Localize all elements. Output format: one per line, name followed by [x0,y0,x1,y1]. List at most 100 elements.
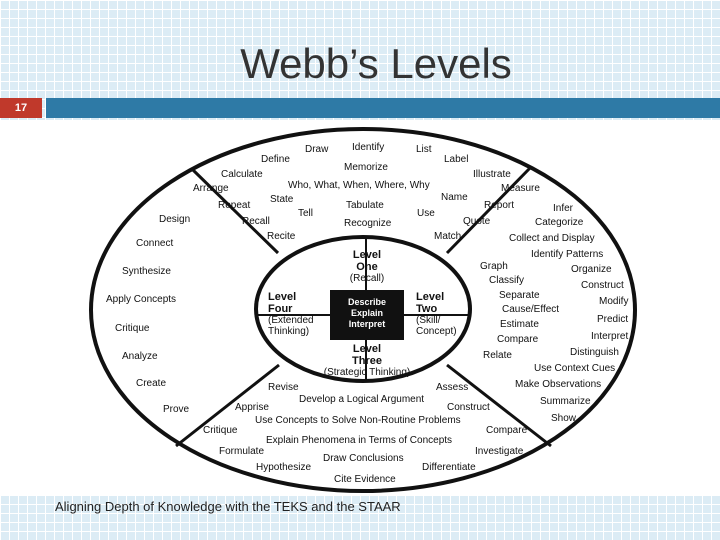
verb: Summarize [540,396,591,407]
verb: Recall [242,216,270,227]
verb: Separate [499,290,540,301]
verb: Investigate [475,446,524,457]
verb: Use Concepts to Solve Non-Routine Proble… [255,415,461,426]
verb: Measure [501,183,540,194]
verb: Use [417,208,435,219]
verb: Apprise [235,402,269,413]
verb: Classify [489,275,524,286]
verb: Formulate [219,446,264,457]
verb: Interpret [591,331,628,342]
verb: Organize [571,264,612,275]
slide-title: Webb’s Levels [240,40,512,87]
verb: Arrange [193,183,229,194]
level-label-line: Three [352,355,382,367]
verb: Use Context Cues [534,363,615,374]
verb: Differentiate [422,462,476,473]
slide-number: 17 [0,98,42,118]
level-three-label: Level Three (Strategic Thinking) [324,343,411,378]
verb: Develop a Logical Argument [299,394,424,405]
verb: Synthesize [122,266,171,277]
verb: Name [441,192,468,203]
divider-bottom-left [175,363,280,448]
verb: Identify [352,142,384,153]
verb: Assess [436,382,468,393]
verb: Recite [267,231,296,242]
verb: Create [136,378,166,389]
level-three-words: Revise Assess Develop a Logical Argument… [203,382,528,485]
verb: Match [434,231,461,242]
verb: List [416,144,432,155]
verb: Categorize [535,217,584,228]
verb: Identify Patterns [531,249,603,260]
level-label-line: Concept) [416,326,457,337]
verb: Memorize [344,162,388,173]
level-four-words: Design Connect Synthesize Apply Concepts… [106,214,190,415]
verb: Tell [298,208,313,219]
center-box [330,290,404,340]
level-label-line: (Strategic Thinking) [324,367,411,378]
level-label-line: Level [268,291,296,303]
level-label-line: One [356,261,377,273]
center-word: Describe [348,297,386,307]
verb: Recognize [344,218,392,229]
verb: Quote [463,216,491,227]
verb: Analyze [122,351,158,362]
verb: Graph [480,261,508,272]
verb: Critique [115,323,150,334]
verb: Illustrate [473,169,511,180]
verb: Construct [447,402,490,413]
divider-top-right [445,166,532,255]
verb: Calculate [221,169,263,180]
verb: Construct [581,280,624,291]
verb: Apply Concepts [106,294,176,305]
divider-bottom-right [446,363,552,448]
divider-top-left [191,168,280,255]
level-label-line: (Recall) [350,273,384,284]
level-one-words: Draw Identify List Define Label Memorize… [193,142,540,242]
verb: Draw Conclusions [323,453,404,464]
level-label-line: (Skill/ [416,315,441,326]
verb: Report [484,200,514,211]
verb: Design [159,214,190,225]
verb: State [270,194,294,205]
slide-footer: Aligning Depth of Knowledge with the TEK… [55,499,401,514]
level-two-words: Infer Categorize Collect and Display Ide… [480,203,628,424]
verb: Cite Evidence [334,474,396,485]
verb: Make Observations [515,379,601,390]
verb: Infer [553,203,574,214]
outer-ellipse [89,127,637,493]
level-label-line: Level [416,291,444,303]
verb: Repeat [218,200,250,211]
level-label-line: Four [268,303,293,315]
verb: Modify [599,296,628,307]
level-label-line: Level [353,249,381,261]
verb: Draw [305,144,329,155]
level-one-label: Level One (Recall) [350,249,384,284]
verb: Critique [203,425,238,436]
level-two-label: Level Two (Skill/ Concept) [416,291,457,337]
verb: Show [551,413,577,424]
level-four-label: Level Four (Extended Thinking) [268,291,314,337]
verb: Estimate [500,319,539,330]
verb: Compare [486,425,528,436]
level-label-line: (Extended [268,315,314,326]
verb: Define [261,154,290,165]
verb: Prove [163,404,190,415]
verb: Tabulate [346,200,384,211]
center-word: Explain [351,308,383,318]
verb: Who, What, When, Where, Why [288,180,430,191]
verb: Label [444,154,468,165]
verb: Relate [483,350,512,361]
verb: Cause/Effect [502,304,559,315]
verb: Revise [268,382,299,393]
verb: Predict [597,314,628,325]
center-word: Interpret [349,319,386,329]
verb: Distinguish [570,347,619,358]
level-label-line: Thinking) [268,326,309,337]
verb: Connect [136,238,173,249]
level-label-line: Two [416,303,437,315]
verb: Hypothesize [256,462,311,473]
verb: Compare [497,334,539,345]
accent-bar [46,98,720,118]
